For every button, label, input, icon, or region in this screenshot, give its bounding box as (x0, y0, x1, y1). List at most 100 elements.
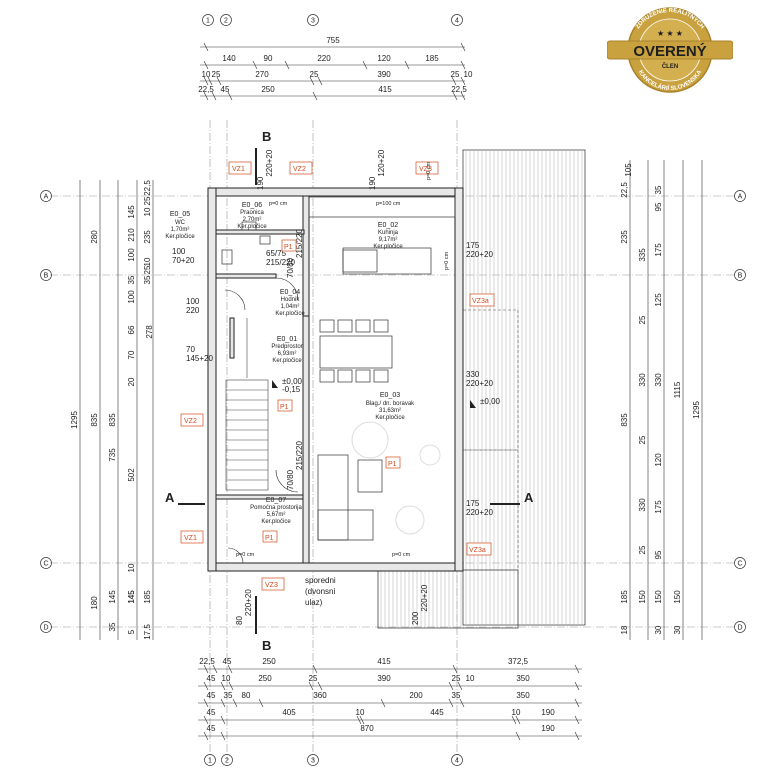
svg-text:1: 1 (208, 758, 212, 765)
bottom-dimension-lines (198, 664, 582, 741)
svg-text:E0_06: E0_06 (242, 202, 262, 209)
svg-text:A: A (524, 490, 534, 505)
svg-text:25: 25 (451, 70, 460, 79)
svg-text:25: 25 (143, 265, 152, 274)
svg-text:E0_07: E0_07 (266, 497, 286, 504)
svg-text:35: 35 (224, 691, 233, 700)
svg-text:2,70m²: 2,70m² (243, 217, 262, 223)
right-dimension-text: 835 1295 22,5 235 335 330 185 18 105 35 … (620, 163, 701, 635)
svg-text:VZ3: VZ3 (419, 166, 432, 173)
svg-text:35: 35 (452, 691, 461, 700)
svg-text:25: 25 (310, 70, 319, 79)
axis-bubbles-bottom: 1 2 3 4 (204, 754, 463, 766)
svg-text:35: 35 (108, 622, 117, 631)
svg-text:80: 80 (242, 691, 251, 700)
svg-text:80220+20: 80220+20 (235, 589, 253, 625)
svg-text:145: 145 (127, 590, 136, 604)
svg-text:1295: 1295 (692, 401, 701, 419)
svg-text:6,93m²: 6,93m² (278, 351, 297, 357)
svg-text:250: 250 (258, 674, 272, 683)
svg-text:70/80215/220: 70/80215/220 (286, 229, 304, 279)
svg-text:185: 185 (425, 54, 439, 63)
svg-text:390: 390 (377, 70, 391, 79)
svg-text:25: 25 (212, 70, 221, 79)
svg-text:A: A (738, 194, 743, 201)
svg-text:C: C (43, 561, 48, 568)
svg-text:VZ2: VZ2 (184, 418, 197, 425)
svg-text:B: B (262, 638, 271, 653)
svg-text:9,17m²: 9,17m² (379, 237, 398, 243)
svg-text:190: 190 (541, 724, 555, 733)
room-e0-07: E0_07 Pomoćna prostorija 5,67m² Ker.ploč… (250, 497, 302, 525)
svg-text:17,5: 17,5 (143, 624, 152, 640)
svg-text:Ker.pločice: Ker.pločice (272, 358, 302, 364)
svg-text:10: 10 (222, 674, 231, 683)
svg-text:Predprostor: Predprostor (271, 344, 302, 350)
svg-text:Ker.pločice: Ker.pločice (275, 311, 305, 317)
svg-text:870: 870 (360, 724, 374, 733)
svg-text:10: 10 (512, 708, 521, 717)
verified-member-seal: ZDRUŽENIE REALITNÝCH KANCELÁRIÍ SLOVENSK… (607, 7, 733, 93)
svg-text:185: 185 (143, 590, 152, 604)
svg-text:10: 10 (202, 70, 211, 79)
svg-text:VZ2: VZ2 (293, 166, 306, 173)
svg-text:25: 25 (638, 315, 647, 324)
level-marks: ±0,00 -0,15 ±0,00 (272, 377, 501, 408)
svg-text:P1: P1 (284, 244, 293, 251)
axis-bubbles-top: 1 2 3 4 (202, 14, 463, 26)
svg-text:190: 190 (541, 708, 555, 717)
svg-text:A: A (44, 194, 49, 201)
svg-text:150: 150 (673, 590, 682, 604)
svg-text:P1: P1 (265, 535, 274, 542)
svg-text:35: 35 (654, 185, 663, 194)
svg-text:175: 175 (654, 500, 663, 514)
svg-text:45: 45 (221, 85, 230, 94)
svg-text:WC: WC (175, 220, 186, 226)
svg-text:p=0 cm: p=0 cm (236, 552, 255, 558)
svg-text:D: D (737, 625, 742, 632)
svg-text:±0,00: ±0,00 (282, 377, 303, 386)
svg-text:25: 25 (638, 545, 647, 554)
bottom-dimension-text: 22,5 45 250 415 372,5 45 10 250 25 390 2… (199, 657, 555, 733)
svg-text:Ker.pločice: Ker.pločice (261, 519, 291, 525)
svg-text:VZ1: VZ1 (232, 166, 245, 173)
svg-text:372,5: 372,5 (508, 657, 529, 666)
svg-text:10: 10 (127, 563, 136, 572)
room-e0-06: E0_06 Praonica 2,70m² Ker.pločice (237, 202, 267, 230)
svg-text:(dvonsni: (dvonsni (305, 587, 335, 596)
svg-text:45: 45 (207, 674, 216, 683)
svg-text:25: 25 (638, 435, 647, 444)
svg-text:25: 25 (452, 674, 461, 683)
axis-1-top: 1 (206, 18, 210, 25)
top-dimension-lines (200, 42, 466, 101)
svg-text:755: 755 (326, 36, 340, 45)
svg-text:100: 100 (127, 248, 136, 262)
room-e0-03: E0_03 Blag./ dn. boravak 31,63m² Ker.plo… (366, 392, 415, 421)
svg-text:390: 390 (377, 674, 391, 683)
axis-2-top: 2 (224, 18, 228, 25)
svg-text:835: 835 (108, 413, 117, 427)
svg-text:Ker.pločice: Ker.pločice (165, 234, 195, 240)
axis-bubbles-sides: A B C D A B C D (40, 190, 746, 633)
svg-text:140: 140 (222, 54, 236, 63)
svg-text:270: 270 (255, 70, 269, 79)
svg-text:22,5: 22,5 (198, 85, 214, 94)
room-labels: E0_05 WC 1,70m² Ker.pločice E0_06 Praoni… (165, 202, 415, 525)
svg-text:100: 100 (127, 290, 136, 304)
svg-text:145: 145 (127, 590, 136, 604)
svg-text:35: 35 (143, 275, 152, 284)
svg-text:235: 235 (143, 230, 152, 244)
svg-text:31,63m²: 31,63m² (379, 408, 401, 414)
svg-text:25: 25 (309, 674, 318, 683)
svg-text:150: 150 (638, 590, 647, 604)
svg-text:Ker.pločice: Ker.pločice (237, 224, 267, 230)
svg-text:145: 145 (127, 205, 136, 219)
opening-labels-rotated: 190220+20 190120+20 70/80215/220 70/8021… (235, 149, 429, 625)
svg-text:18: 18 (620, 625, 629, 634)
svg-text:22,5: 22,5 (620, 182, 629, 198)
svg-text:415: 415 (378, 85, 392, 94)
svg-text:A: A (165, 490, 175, 505)
svg-text:1295: 1295 (70, 411, 79, 429)
room-e0-02: E0_02 Kuhinja 9,17m² Ker.pločice (373, 222, 403, 250)
